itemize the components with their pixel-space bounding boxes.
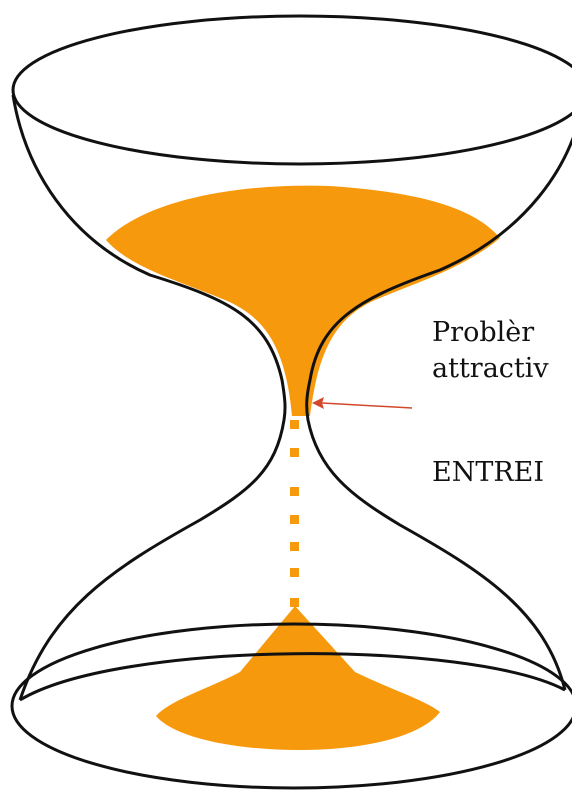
pointer-arrow-line <box>322 403 412 408</box>
top-rim <box>13 16 572 164</box>
sand-stream <box>290 420 299 607</box>
left-outline <box>13 95 285 700</box>
caption-line-3: ENTREI <box>432 456 572 490</box>
caption-line-1: Problèr <box>432 316 572 350</box>
caption-line-2: attractiv <box>432 352 572 386</box>
right-outline <box>307 90 572 690</box>
